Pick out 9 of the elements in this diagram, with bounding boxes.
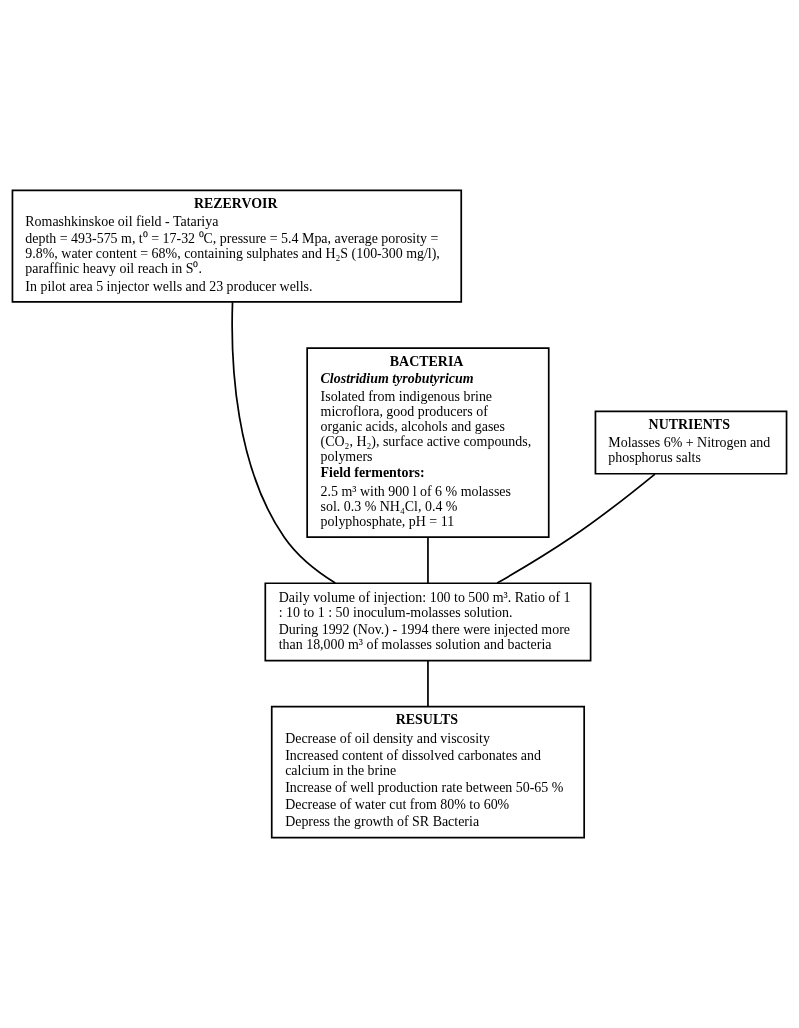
node-box: Daily volume of injection: 100 to 500 m³. Ratio of 1 : 10 to 1 : 50 inoculum-molasses solution. During 1992 (Nov.) - 1994 there were injected more than 18,000 m³ of molasses solution and bacteria [264,582,592,662]
connector [427,536,429,584]
node-box: REZERVOIR Romashkinskoe oil field - Tatariya depth = 493-575 m, t⁰ = 17-32 ⁰C, pressure = 5.4 Mpa, average porosity = 9.8%, water content = 68%, containing sulphates and H₂S (100-300 mg/l), paraffinic heavy oil reach in S⁰. In pilot area 5 injector wells and 23 producer wells. [11,189,463,303]
node-box: BACTERIA Clostridium tyrobutyricum Isolated from indigenous brine microflora, good producers of organic acids, alcohols and gases (CO₂, H₂), surface active compounds, polymers Field fermentors: 2.5 m³ with 900 l of 6 % molasses sol. 0.3 % NH₄Cl, 0.4 % polyphosphate, pH = 11 [306,347,550,538]
node-box: NUTRIENTS Molasses 6% + Nitrogen and phosphorus salts [594,410,788,475]
connector [427,659,429,708]
node-box: RESULTS Decrease of oil density and viscosity Increased content of dissolved carbonates and calcium in the brine Increase of well production rate between 50-65 % Decrease of water cut from 80% to 60% Depress the growth of SR Bacteria [270,705,586,839]
connector [231,301,337,584]
connector [496,473,656,584]
